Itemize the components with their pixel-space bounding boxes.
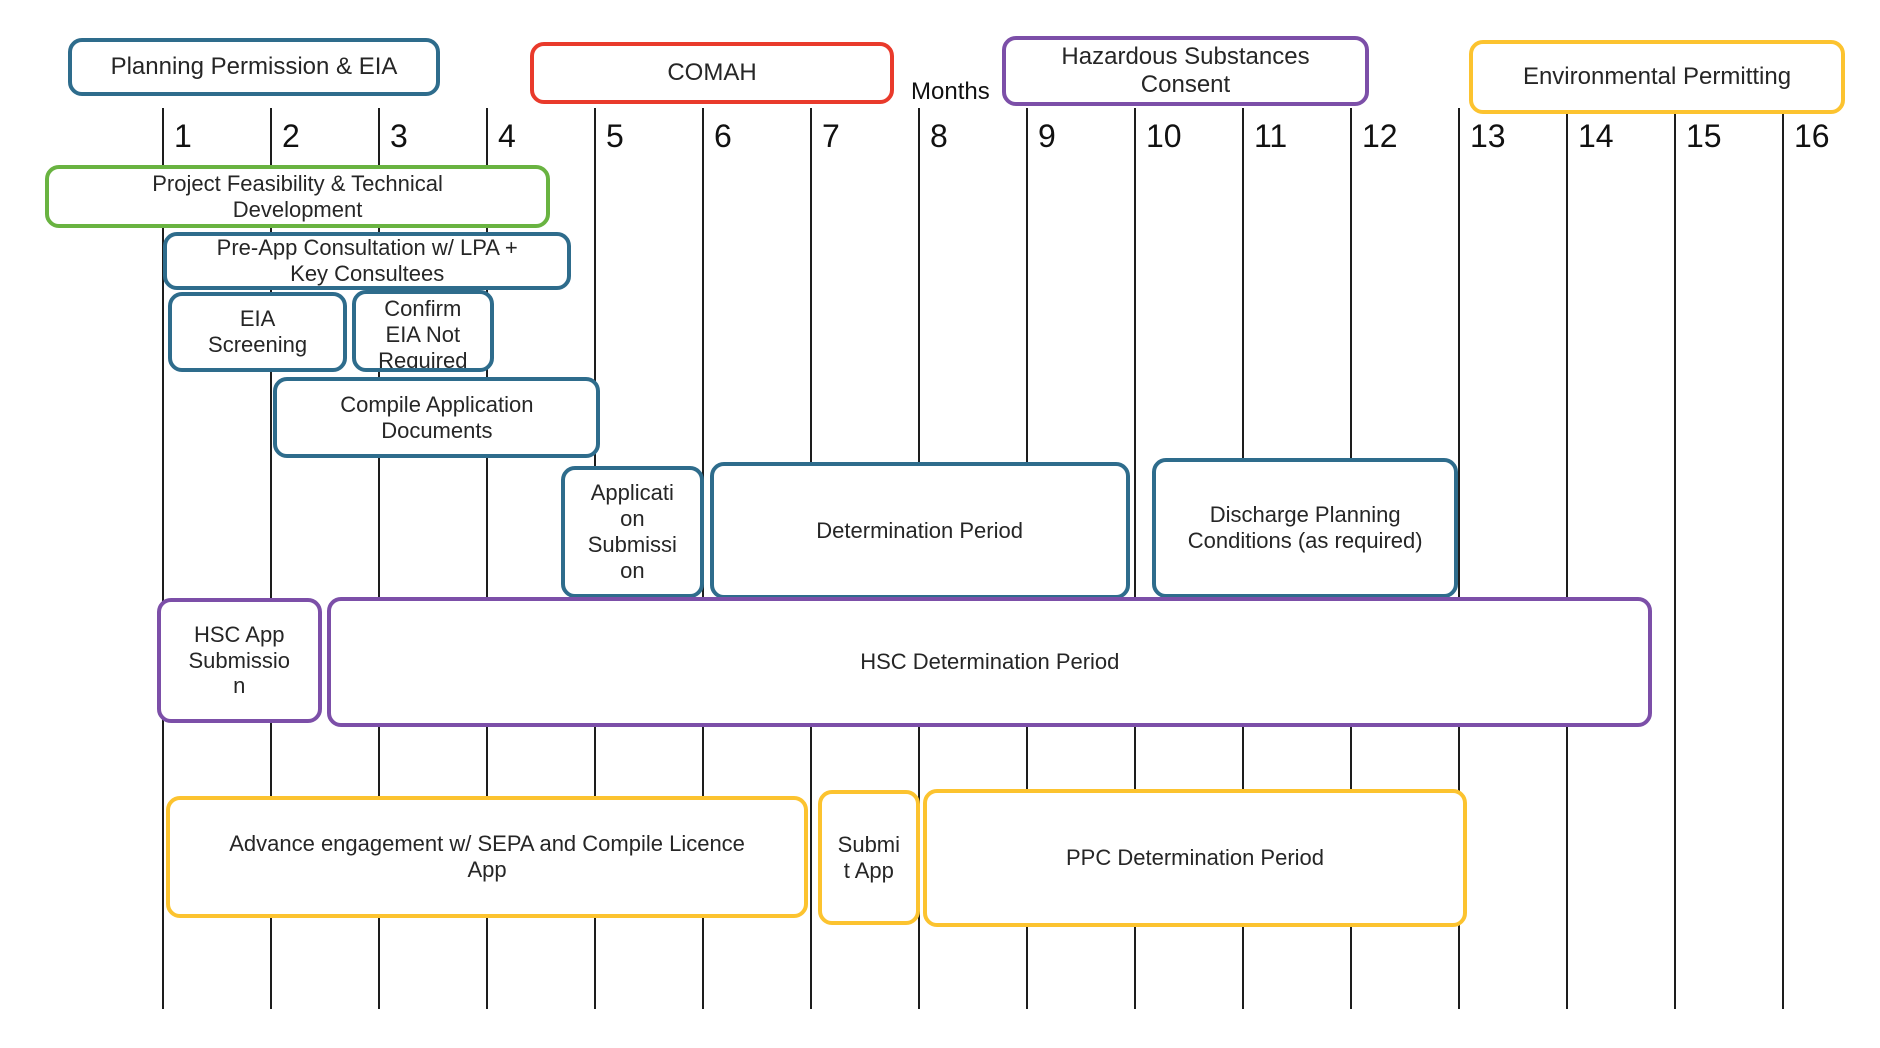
task-label: EIA Screening (208, 306, 308, 357)
task-advance-engagement-sepa: Advance engagement w/ SEPA and Compile L… (166, 796, 808, 918)
month-label-12: 12 (1362, 118, 1398, 154)
month-gridline-15 (1674, 108, 1676, 1009)
task-submit-app: Submi t App (817, 790, 921, 925)
task-project-feasibility: Project Feasibility & Technical Developm… (45, 165, 550, 228)
month-gridline-2 (270, 108, 272, 1009)
task-label: Pre-App Consultation w/ LPA + Key Consul… (216, 235, 518, 286)
month-label-2: 2 (282, 118, 300, 154)
task-label: Submi t App (837, 831, 901, 883)
month-gridline-10 (1134, 108, 1136, 1009)
month-label-14: 14 (1578, 118, 1614, 154)
legend-comah: COMAH (530, 42, 894, 104)
legend-label: COMAH (667, 59, 757, 87)
task-eia-screening: EIA Screening (168, 292, 347, 372)
month-label-1: 1 (174, 118, 192, 154)
task-ppc-determination-period: PPC Determination Period (923, 789, 1467, 927)
task-label: Discharge Planning Conditions (as requir… (1187, 502, 1423, 553)
legend-label: Hazardous Substances Consent (1061, 43, 1310, 98)
month-label-3: 3 (390, 118, 408, 154)
task-label: Compile Application Documents (340, 391, 534, 443)
month-label-13: 13 (1470, 118, 1506, 154)
task-label: HSC App Submissio n (188, 621, 290, 699)
task-hsc-app-submission: HSC App Submissio n (156, 598, 322, 723)
month-label-7: 7 (822, 118, 840, 154)
month-label-4: 4 (498, 118, 516, 154)
task-label: HSC Determination Period (860, 649, 1120, 675)
month-label-15: 15 (1686, 118, 1722, 154)
month-gridline-4 (486, 108, 488, 1009)
month-gridline-14 (1566, 108, 1568, 1009)
month-label-10: 10 (1146, 118, 1182, 154)
month-label-8: 8 (930, 118, 948, 154)
task-determination-period: Determination Period (709, 462, 1130, 599)
task-pre-app-consultation: Pre-App Consultation w/ LPA + Key Consul… (163, 232, 572, 290)
month-label-5: 5 (606, 118, 624, 154)
month-label-6: 6 (714, 118, 732, 154)
month-gridline-3 (378, 108, 380, 1009)
month-label-11: 11 (1254, 118, 1288, 154)
month-gridline-13 (1458, 108, 1460, 1009)
legend-label: Environmental Permitting (1522, 63, 1792, 91)
month-label-16: 16 (1794, 118, 1830, 154)
task-compile-application-documents: Compile Application Documents (273, 377, 601, 458)
task-label: Confirm EIA Not Required (378, 296, 468, 372)
month-gridline-1 (162, 108, 164, 1009)
month-label-9: 9 (1038, 118, 1056, 154)
legend-planning-permission-eia: Planning Permission & EIA (68, 38, 440, 96)
task-label: Applicati on Submissi on (587, 480, 677, 583)
months-axis-title: Months (911, 78, 990, 105)
task-label: Determination Period (816, 517, 1023, 543)
month-gridline-16 (1782, 108, 1784, 1009)
legend-label: Planning Permission & EIA (110, 53, 398, 81)
legend-environmental-permitting: Environmental Permitting (1469, 40, 1845, 114)
task-application-submission: Applicati on Submissi on (560, 466, 705, 598)
task-label: PPC Determination Period (1066, 845, 1325, 871)
task-hsc-determination-period: HSC Determination Period (327, 597, 1653, 727)
task-discharge-planning-conditions: Discharge Planning Conditions (as requir… (1152, 458, 1458, 598)
task-label: Project Feasibility & Technical Developm… (152, 170, 443, 222)
task-label: Advance engagement w/ SEPA and Compile L… (229, 831, 745, 882)
legend-hazardous-substances-consent: Hazardous Substances Consent (1002, 36, 1369, 106)
task-confirm-eia-not-required: Confirm EIA Not Required (352, 290, 494, 372)
